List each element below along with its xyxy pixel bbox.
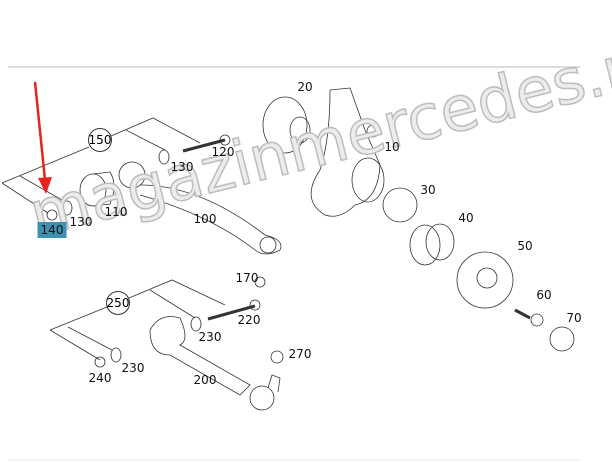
part-label-140-highlighted[interactable]: 140	[37, 222, 67, 238]
dust-shield-20-hub	[289, 116, 311, 144]
bolt-head-120	[219, 134, 231, 146]
part-label-240[interactable]: 240	[88, 371, 112, 385]
control-arm-200	[149, 316, 251, 396]
part-label-60[interactable]: 60	[536, 288, 552, 302]
part-label-110[interactable]: 110	[104, 205, 128, 219]
bolt-120	[182, 138, 226, 153]
part-label-30[interactable]: 30	[420, 183, 436, 197]
circlip-30	[382, 187, 418, 223]
leader-line	[49, 306, 108, 331]
group-label-150[interactable]: 150	[88, 128, 112, 152]
part-label-20[interactable]: 20	[297, 80, 313, 94]
ball-joint-200	[249, 385, 275, 411]
ball-stud-200	[267, 374, 281, 393]
bushing-110	[92, 171, 115, 207]
part-label-230[interactable]: 230	[121, 361, 145, 375]
wheel-hub-50-center	[476, 267, 498, 289]
part-label-220[interactable]: 220	[237, 313, 261, 327]
leader-line	[1, 146, 90, 184]
part-label-130[interactable]: 130	[69, 215, 93, 229]
dust-shield-20	[262, 96, 308, 154]
nut-170	[254, 276, 266, 288]
part-label-170[interactable]: 170	[235, 271, 259, 285]
bolt-head-60	[530, 313, 544, 327]
wheel-hub-50	[456, 251, 514, 309]
group-label-250[interactable]: 250	[106, 291, 130, 315]
washer-130	[158, 149, 170, 165]
part-label-50[interactable]: 50	[517, 239, 533, 253]
leader-line	[125, 129, 166, 151]
washer-130	[61, 200, 73, 216]
bushing-110	[79, 173, 107, 207]
part-label-70[interactable]: 70	[566, 311, 582, 325]
leader-line	[67, 326, 113, 351]
leader-line	[110, 117, 201, 144]
part-label-130[interactable]: 130	[170, 160, 194, 174]
knuckle-bore-10	[351, 157, 385, 203]
washer-230	[110, 347, 122, 363]
red-arrow	[33, 81, 52, 194]
part-label-10[interactable]: 10	[384, 140, 400, 154]
leader-line	[1, 182, 49, 214]
cap-70	[549, 326, 575, 352]
knuckle-eye-10	[366, 124, 380, 138]
bolt-head-220	[249, 299, 261, 311]
part-label-200[interactable]: 200	[193, 373, 217, 387]
bolt-220	[207, 304, 256, 321]
leader-line	[128, 279, 226, 306]
bolt-60	[514, 308, 531, 320]
nut-270	[270, 350, 284, 364]
nut-140	[46, 209, 58, 221]
part-label-270[interactable]: 270	[288, 347, 312, 361]
wheel-bearing-40	[409, 224, 441, 266]
leader-line	[19, 175, 63, 201]
leader-line	[49, 329, 101, 361]
part-label-120[interactable]: 120	[211, 145, 235, 159]
nut-240	[94, 356, 106, 368]
part-label-230[interactable]: 230	[198, 330, 222, 344]
steering-knuckle-10	[310, 87, 381, 217]
wheel-bearing-40-face	[425, 223, 455, 261]
arm-100-eye	[118, 161, 146, 189]
ball-joint-100	[259, 236, 277, 254]
part-label-40[interactable]: 40	[458, 211, 474, 225]
control-arm-100	[139, 184, 282, 255]
washer-230	[190, 316, 202, 332]
leader-line	[149, 289, 196, 319]
part-label-100[interactable]: 100	[193, 212, 217, 226]
